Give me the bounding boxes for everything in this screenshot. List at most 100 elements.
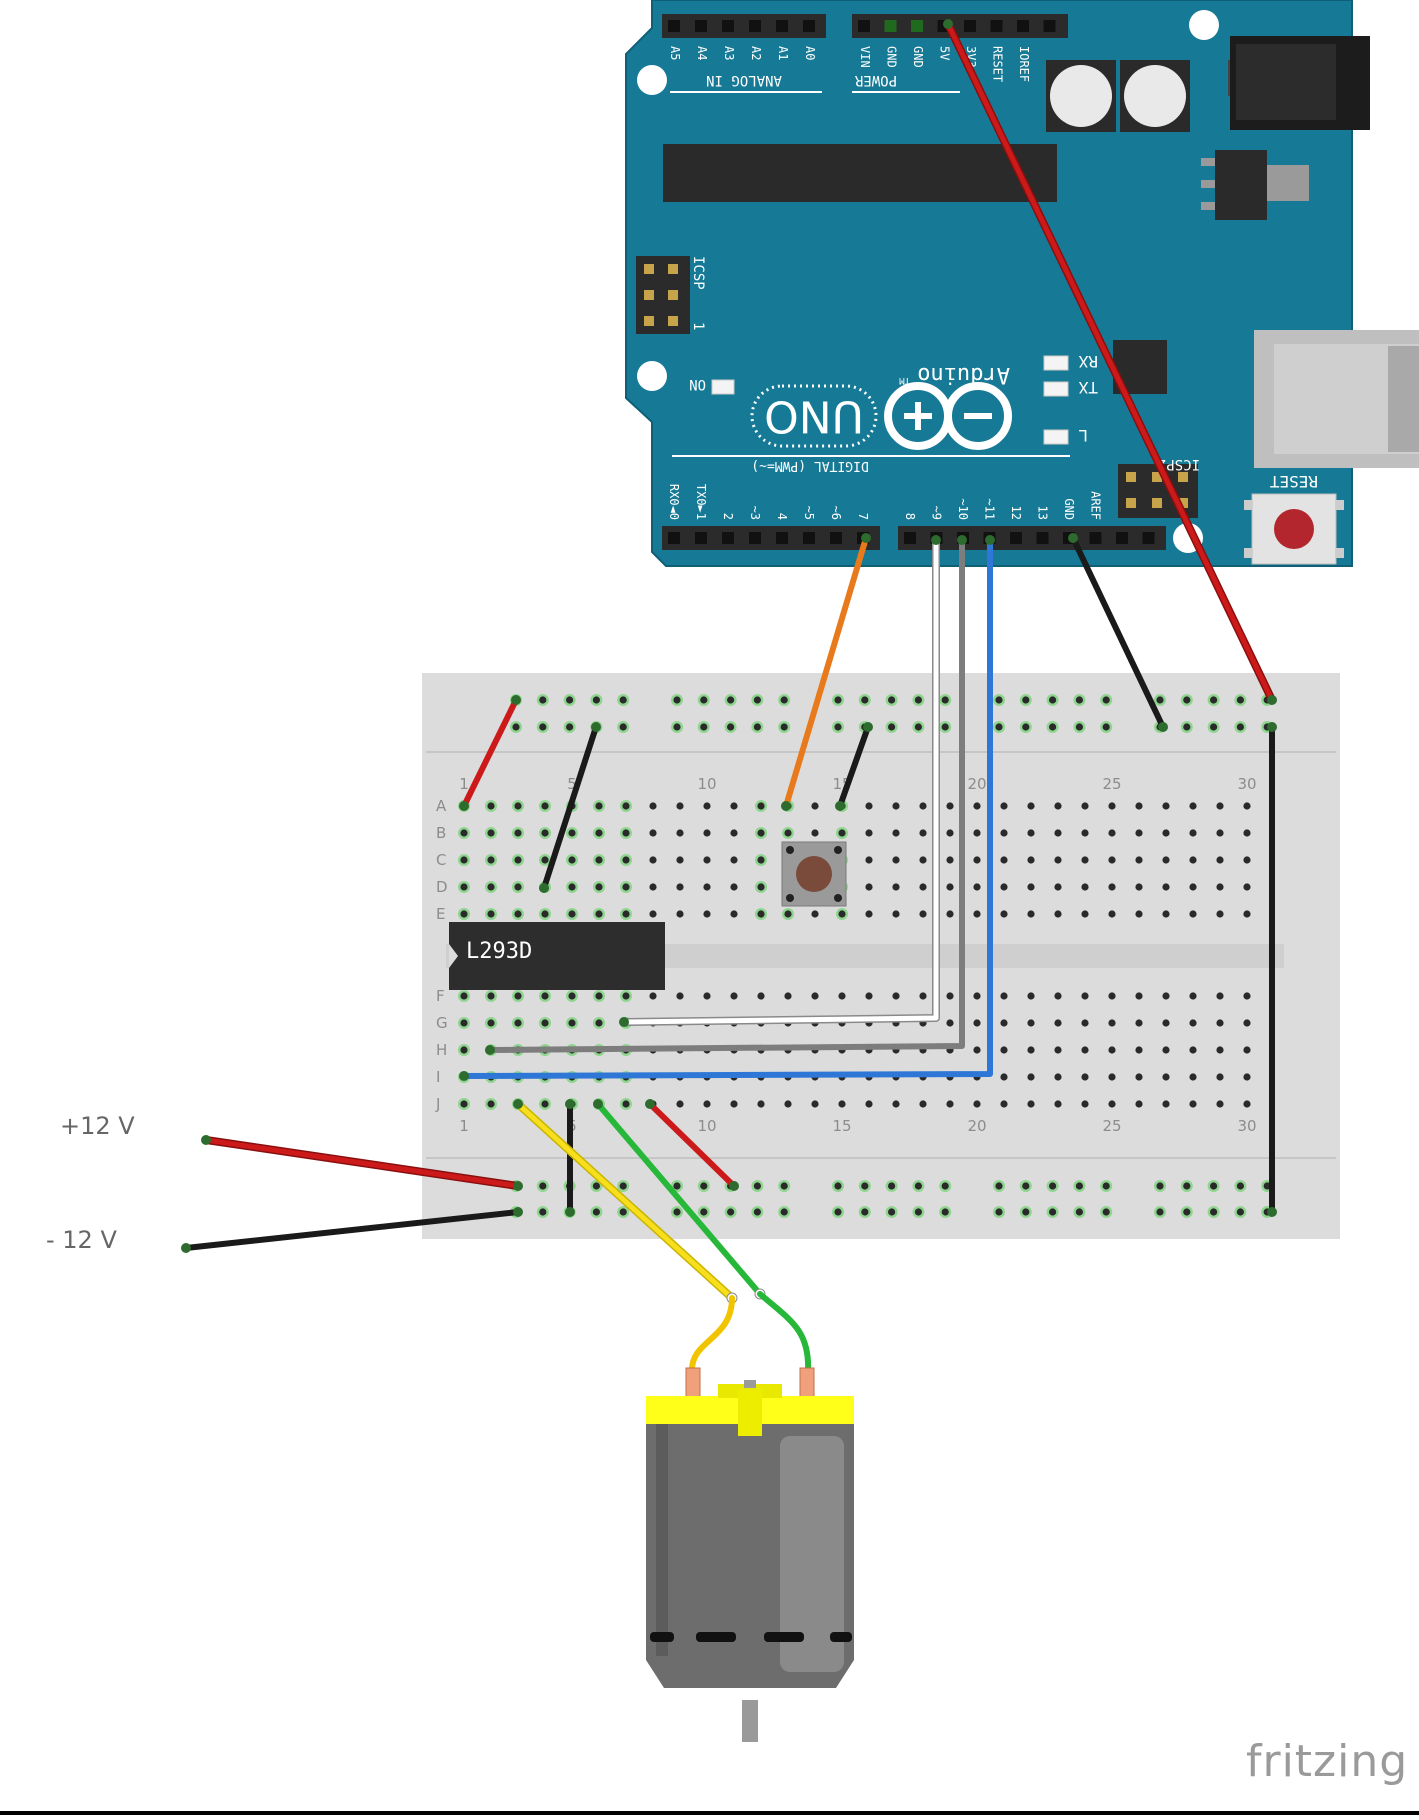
pushbutton[interactable] xyxy=(781,841,847,907)
wire-motor-green[interactable] xyxy=(595,1101,763,1297)
uno-model-label: UNO xyxy=(764,391,864,442)
wire-end-dot xyxy=(201,1135,211,1145)
breadboard-hole-socket xyxy=(811,829,819,837)
wire-end-dot xyxy=(863,722,873,732)
wire-end-dot xyxy=(513,1181,523,1191)
breadboard-hole-socket xyxy=(973,883,981,891)
breadboard-hole-socket xyxy=(1054,1019,1062,1027)
breadboard-hole-socket xyxy=(622,802,630,810)
breadboard-hole-socket xyxy=(1156,1182,1164,1190)
breadboard-hole-socket xyxy=(1236,1182,1244,1190)
breadboard-hole-socket xyxy=(757,1100,765,1108)
power-pin-label: IOREF xyxy=(1017,46,1031,82)
breadboard-hole-socket xyxy=(1189,829,1197,837)
reset-label: RESET xyxy=(1269,472,1318,491)
breadboard-hole-socket xyxy=(1210,1208,1218,1216)
breadboard-hole-socket xyxy=(1162,883,1170,891)
breadboard-hole-socket xyxy=(619,1182,627,1190)
microcontroller-chip xyxy=(663,144,1057,202)
wire-pin10-gray[interactable] xyxy=(489,540,965,1053)
breadboard-hole-socket xyxy=(973,1046,981,1054)
breadboard-hole-socket xyxy=(973,802,981,810)
breadboard-hole-socket xyxy=(834,723,842,731)
breadboard-hole-socket xyxy=(1162,1100,1170,1108)
breadboard-hole-socket xyxy=(1108,1046,1116,1054)
digital-pin-label: ~10 xyxy=(956,498,970,520)
breadboard-hole-socket xyxy=(892,1100,900,1108)
digital-pin-label: ~9 xyxy=(930,506,944,520)
breadboard-hole-socket xyxy=(673,1208,681,1216)
digital-pin-label: 8 xyxy=(903,513,917,520)
wire-rail-red[interactable] xyxy=(461,697,519,809)
breadboard-hole-socket xyxy=(595,856,603,864)
l-label: L xyxy=(1078,426,1088,445)
breadboard-hole-socket xyxy=(1183,1182,1191,1190)
breadboard-hole-socket xyxy=(541,856,549,864)
breadboard-hole-socket xyxy=(460,1019,468,1027)
breadboard-hole-socket xyxy=(487,1019,495,1027)
breadboard-hole-socket xyxy=(834,1208,842,1216)
wire-supply-negative[interactable] xyxy=(183,1209,521,1251)
breadboard-hole-socket xyxy=(1135,883,1143,891)
wire-end-dot xyxy=(459,801,469,811)
breadboard-hole-socket xyxy=(1135,1100,1143,1108)
breadboard-hole-socket xyxy=(1243,992,1251,1000)
breadboard-hole-socket xyxy=(619,696,627,704)
breadboard-hole-socket xyxy=(539,723,547,731)
tx-led-icon xyxy=(1043,381,1069,397)
breadboard-hole-socket xyxy=(914,1208,923,1216)
breadboard-hole-socket xyxy=(1162,1073,1170,1081)
wire-button-black[interactable] xyxy=(837,724,871,809)
breadboard-hole-socket xyxy=(673,1182,681,1190)
breadboard-hole-socket xyxy=(727,723,735,731)
breadboard-hole-socket xyxy=(703,910,711,918)
breadboard-hole-socket xyxy=(1183,1208,1191,1216)
breadboard-hole-socket xyxy=(619,1208,627,1216)
breadboard-hole-socket xyxy=(995,696,1003,704)
breadboard-hole-socket xyxy=(1054,802,1062,810)
digital-pin-label: 7 xyxy=(856,513,870,520)
breadboard-hole-socket xyxy=(1135,802,1143,810)
digital-header-socket xyxy=(1036,532,1049,544)
wire-pin11-blue[interactable] xyxy=(463,540,993,1079)
breadboard-hole-socket xyxy=(1216,1019,1224,1027)
breadboard-hole-socket xyxy=(1102,696,1110,704)
wire-pin7-orange[interactable] xyxy=(783,535,869,809)
l-led-icon xyxy=(1043,429,1069,445)
wire-rail-black[interactable] xyxy=(541,724,599,891)
breadboard-column-label: 30 xyxy=(1237,775,1256,793)
breadboard-hole-socket xyxy=(568,856,576,864)
breadboard-hole-socket xyxy=(487,992,495,1000)
icsp-label: ICSP xyxy=(690,256,706,290)
breadboard-hole-socket xyxy=(1027,883,1035,891)
reset-button[interactable] xyxy=(1244,493,1344,565)
wire-end-dot xyxy=(591,722,601,732)
breadboard-hole-socket xyxy=(1000,1046,1008,1054)
breadboard-hole-socket xyxy=(1243,829,1251,837)
breadboard-hole-socket xyxy=(973,1019,981,1027)
breadboard-hole-socket xyxy=(1000,910,1008,918)
power-pin-label: RESET xyxy=(991,46,1005,82)
wire-gnd-black[interactable] xyxy=(1070,535,1166,730)
breadboard-hole-socket xyxy=(888,723,896,731)
power-header-socket xyxy=(911,20,923,32)
breadboard-hole-socket xyxy=(676,883,684,891)
digital-header-socket xyxy=(722,532,734,544)
breadboard-row-label: D xyxy=(436,878,448,896)
breadboard-hole-socket xyxy=(946,829,954,837)
breadboard-hole-socket xyxy=(861,696,869,704)
digital-pin-label: 4 xyxy=(775,513,789,520)
breadboard-hole-socket xyxy=(1183,696,1191,704)
wire-end-dot xyxy=(781,801,791,811)
breadboard-hole-socket xyxy=(622,856,630,864)
wire-end-dot xyxy=(513,1207,523,1217)
breadboard-hole-socket xyxy=(514,829,522,837)
breadboard-hole-socket xyxy=(676,910,684,918)
wire-j8-red[interactable] xyxy=(647,1101,737,1189)
breadboard-hole-socket xyxy=(703,883,711,891)
breadboard-hole-socket xyxy=(622,992,630,1000)
breadboard-hole-socket xyxy=(1135,856,1143,864)
arduino-brand-label: Arduino xyxy=(917,362,1010,387)
breadboard-hole-socket xyxy=(1216,883,1224,891)
breadboard-hole-socket xyxy=(892,910,900,918)
